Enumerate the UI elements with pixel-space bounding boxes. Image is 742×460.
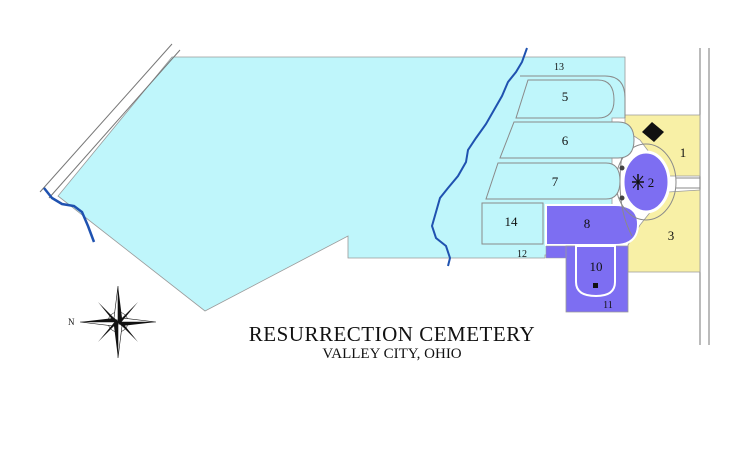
entrance-road bbox=[676, 177, 700, 189]
map-title: RESURRECTION CEMETERY bbox=[248, 322, 536, 346]
section-2-area bbox=[621, 150, 671, 214]
section-14-label: 14 bbox=[505, 214, 519, 229]
creek-east bbox=[430, 47, 528, 267]
section-12-label: 12 bbox=[517, 249, 527, 260]
section-7-area bbox=[485, 162, 621, 200]
section-3-label: 3 bbox=[668, 228, 675, 243]
marker-small-b bbox=[619, 195, 625, 201]
marker-small-a bbox=[619, 165, 625, 171]
section-10-area bbox=[575, 245, 616, 298]
section-6-area bbox=[499, 121, 635, 159]
section-5-area bbox=[515, 79, 615, 119]
cross-icon bbox=[632, 174, 644, 190]
section-8-label: 8 bbox=[584, 216, 591, 231]
square-marker-icon bbox=[593, 283, 598, 288]
compass-north-label: N bbox=[68, 317, 75, 327]
section-2-label: 2 bbox=[648, 175, 655, 190]
section-5-label: 5 bbox=[562, 89, 569, 104]
section-8-area bbox=[545, 204, 640, 246]
building-icon bbox=[642, 122, 664, 142]
section-13-label: 13 bbox=[554, 62, 564, 73]
west-road bbox=[39, 43, 173, 193]
section-7-label: 7 bbox=[552, 174, 559, 189]
map-subtitle: VALLEY CITY, OHIO bbox=[322, 346, 462, 362]
section-6-label: 6 bbox=[562, 133, 569, 148]
section-11-label: 11 bbox=[603, 300, 613, 311]
compass-rose-icon: N bbox=[68, 285, 157, 359]
creek-west bbox=[43, 187, 96, 243]
section-10-label: 10 bbox=[590, 259, 603, 274]
section-1-label: 1 bbox=[680, 145, 687, 160]
section-14-area bbox=[481, 202, 544, 245]
